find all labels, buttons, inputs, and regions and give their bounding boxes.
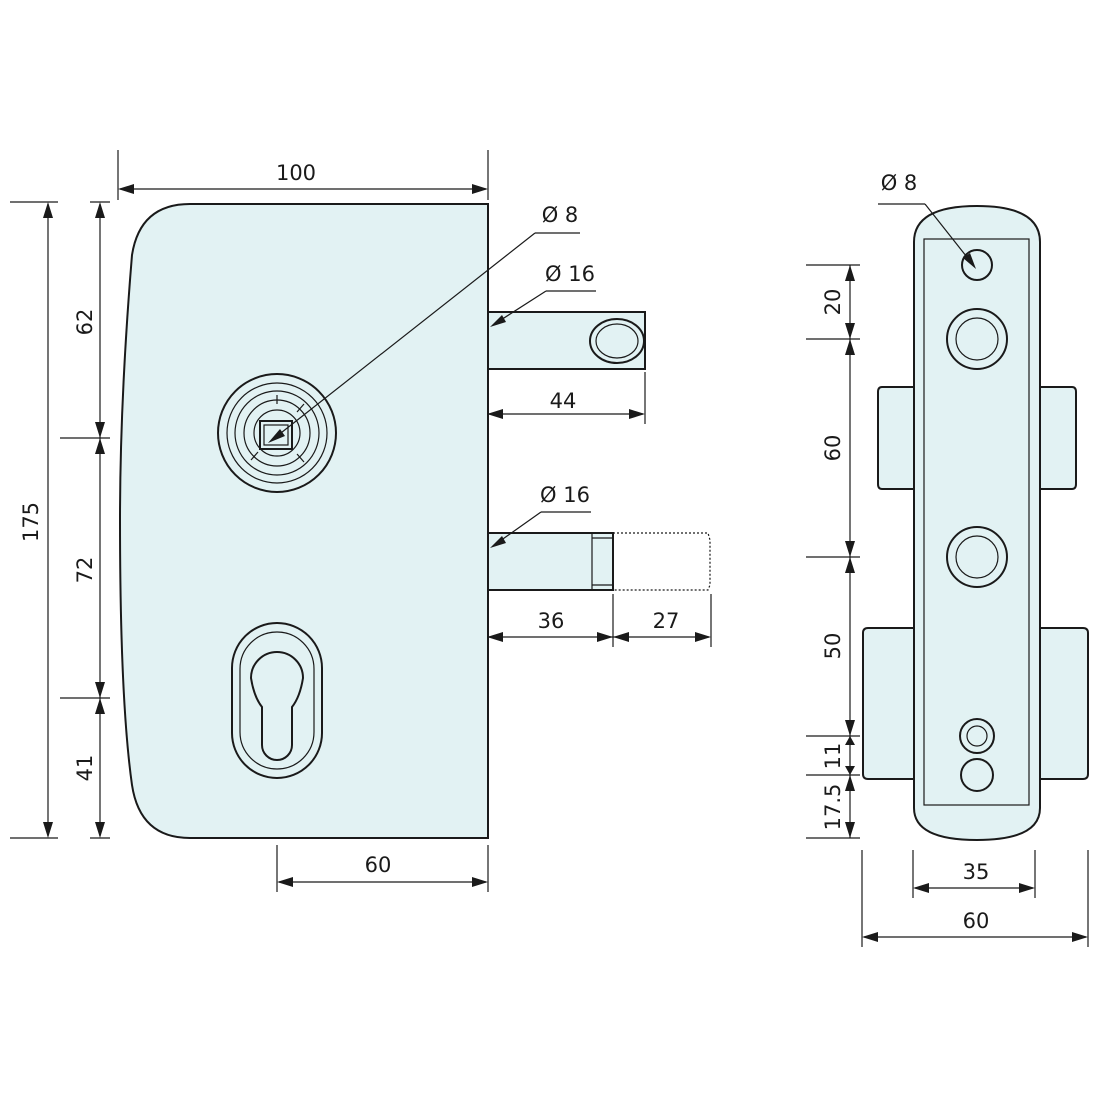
leader-bolt-diameter: Ø 16 [490,483,591,548]
dim-height-175: 175 [10,201,58,839]
label-latch-diameter: Ø 16 [545,262,595,286]
dim-bolt-36-27: 36 27 [487,594,712,647]
dim-label-36: 36 [538,609,565,633]
dim-label-11: 11 [821,743,845,770]
cylinder-cutout [231,622,323,779]
dim-label-60-side: 60 [821,435,845,462]
dim-side-widths: 35 60 [861,850,1089,947]
dim-chain-left: 62 72 41 [60,201,110,839]
dim-cylinder-60: 60 [276,845,489,892]
front-view: 100 175 62 72 41 [10,150,712,892]
dim-label-27: 27 [653,609,680,633]
dim-label-17-5: 17.5 [821,784,845,831]
label-bolt-diameter: Ø 16 [540,483,590,507]
leader-spindle-diameter: Ø 8 [268,203,580,443]
dim-width-100: 100 [117,150,489,200]
side-view: Ø 8 20 60 50 11 17.5 [806,171,1089,947]
dim-label-62: 62 [73,309,97,336]
lower-wing-left [862,627,915,780]
dim-label-50: 50 [821,633,845,660]
latch-bolt [486,311,646,370]
dim-label-20: 20 [821,289,845,316]
dim-latch-44: 44 [487,372,646,424]
leader-side-hole-diameter: Ø 8 [878,171,976,269]
dim-label-72: 72 [73,557,97,584]
lower-wing-right [1039,627,1089,780]
lock-case [118,203,489,839]
upper-wing-left [877,386,915,490]
dim-label-60-front: 60 [365,853,392,877]
dim-chain-side: 20 60 50 11 17.5 [806,264,860,839]
leader-latch-diameter: Ø 16 [490,262,596,327]
label-spindle-diameter: Ø 8 [542,203,579,227]
dim-label-100: 100 [276,161,316,185]
upper-wing-right [1039,386,1077,490]
side-holes [946,249,1008,792]
dim-label-41: 41 [73,755,97,782]
spindle-rosette [217,373,337,493]
dead-bolt [486,532,711,591]
dim-label-60-width: 60 [963,909,990,933]
inner-plate [923,238,1030,806]
dim-label-35: 35 [963,860,990,884]
dim-label-175: 175 [19,502,43,542]
dim-label-44: 44 [550,389,577,413]
label-side-hole-diameter: Ø 8 [881,171,918,195]
side-plate [913,204,1041,842]
